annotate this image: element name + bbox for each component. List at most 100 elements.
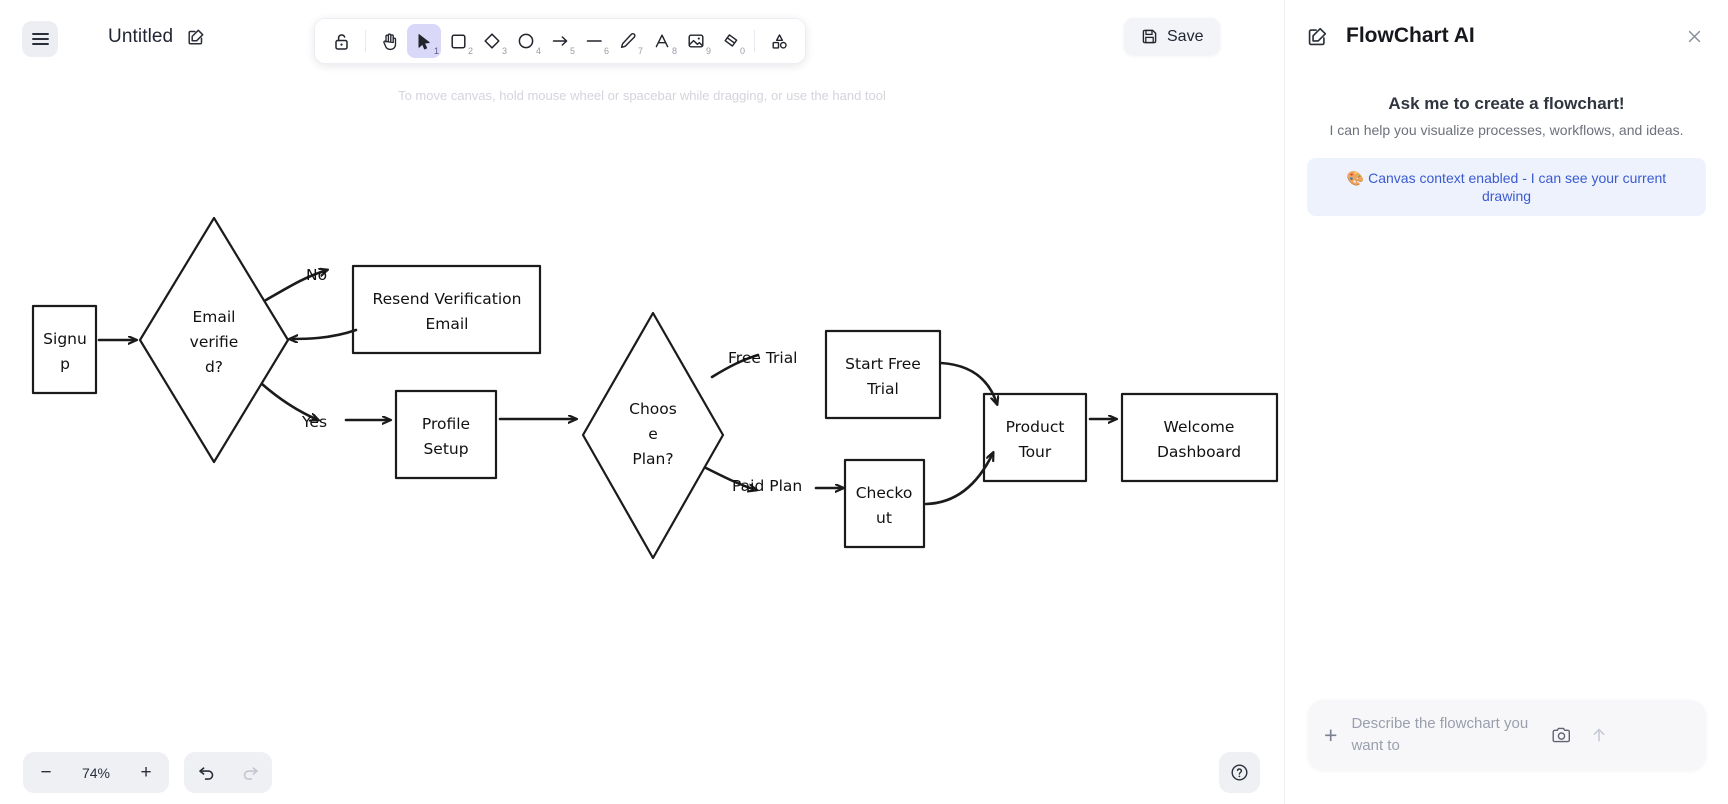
edge-checkout-to-tour[interactable]: [924, 453, 993, 506]
node-tour-label-2: Tour: [1018, 443, 1052, 461]
flowchart-ai-panel: FlowChart AI Ask me to create a flowchar…: [1284, 0, 1728, 804]
shapes-library-icon: [772, 33, 787, 49]
floppy-disk-icon: [1142, 29, 1157, 44]
node-welcome-dashboard[interactable]: [1120, 392, 1279, 483]
redo-button[interactable]: [241, 764, 260, 781]
close-x-icon: [1688, 30, 1700, 42]
node-signup-label-2: p: [60, 355, 70, 373]
shapes-tool[interactable]: [762, 24, 796, 58]
rectangle-tool-shortcut: 2: [467, 46, 473, 56]
add-attachment-button[interactable]: +: [1324, 721, 1338, 748]
node-choose-plan-label-2: e: [648, 425, 658, 443]
edge-label-no: No: [306, 266, 327, 284]
square-icon: [450, 33, 466, 49]
edge-plan-to-trial[interactable]: [710, 353, 760, 379]
rectangle-tool[interactable]: 2: [441, 24, 475, 58]
ellipse-tool[interactable]: 4: [509, 24, 543, 58]
padlock-open-icon: [334, 33, 348, 50]
node-profile-setup[interactable]: [394, 389, 498, 480]
node-email-verified-label-3: d?: [205, 358, 223, 376]
hand-tool[interactable]: [373, 24, 407, 58]
node-profile-label-1: Profile: [422, 415, 470, 433]
canvas[interactable]: Signu p Email verifie d? Resend Verifica…: [0, 0, 1284, 804]
zoom-level-label[interactable]: 74%: [81, 764, 111, 781]
screenshot-button[interactable]: [1551, 726, 1572, 745]
eraser-tool[interactable]: 0: [713, 24, 747, 58]
arrow-right-icon: [552, 36, 567, 46]
image-tool-shortcut: 9: [705, 46, 711, 56]
save-button-label: Save: [1167, 27, 1204, 45]
diamond-tool-shortcut: 3: [501, 46, 507, 56]
zoom-in-button[interactable]: +: [140, 762, 152, 783]
node-start-free-trial[interactable]: [824, 329, 942, 420]
node-resend-label-1: Resend Verification: [373, 290, 522, 308]
document-title-group: Untitled: [108, 26, 205, 48]
edge-verified-to-resend[interactable]: [264, 270, 327, 302]
node-profile-label-2: Setup: [423, 440, 468, 458]
help-button[interactable]: [1219, 752, 1260, 793]
node-checkout-label-1: Checko: [856, 484, 913, 502]
prompt-input[interactable]: Describe the flowchart you want to: [1351, 715, 1529, 754]
close-panel-button[interactable]: [1678, 20, 1710, 52]
node-checkout-label-2: ut: [876, 509, 892, 527]
edge-resend-to-verified[interactable]: [290, 328, 358, 339]
node-welcome-label-2: Dashboard: [1157, 443, 1241, 461]
undo-button[interactable]: [197, 764, 216, 781]
flowchart-drawing: Signu p Email verifie d? Resend Verifica…: [31, 216, 1279, 560]
circle-icon: [518, 33, 534, 49]
edge-plan-to-checkout[interactable]: [704, 466, 756, 490]
edge-label-paid-plan: Paid Plan: [732, 477, 802, 495]
arrow-tool[interactable]: 5: [543, 24, 577, 58]
save-button[interactable]: Save: [1124, 18, 1221, 55]
node-resend-label-2: Email: [425, 315, 468, 333]
node-welcome-label-1: Welcome: [1164, 418, 1235, 436]
hamburger-icon: [31, 33, 49, 45]
image-tool[interactable]: 9: [679, 24, 713, 58]
node-product-tour[interactable]: [982, 392, 1088, 483]
zoom-out-button[interactable]: −: [40, 762, 52, 783]
node-signup[interactable]: [31, 304, 98, 395]
arrow-tool-shortcut: 5: [569, 46, 575, 56]
edit-square-icon: [1308, 27, 1327, 45]
palette-emoji-icon: 🎨: [1346, 170, 1365, 186]
redo-arrow-icon: [243, 767, 258, 780]
canvas-context-text: Canvas context enabled - I can see your …: [1368, 170, 1667, 205]
node-trial-label-1: Start Free: [845, 355, 921, 373]
rename-title-button[interactable]: [187, 28, 205, 46]
line-tool[interactable]: 6: [577, 24, 611, 58]
select-tool[interactable]: 1: [407, 24, 441, 58]
image-icon: [688, 34, 704, 48]
edge-verified-to-profile[interactable]: [260, 382, 318, 420]
diamond-tool[interactable]: 3: [475, 24, 509, 58]
draw-tool[interactable]: 7: [611, 24, 645, 58]
select-tool-shortcut: 1: [433, 46, 439, 56]
letter-a-icon: [655, 34, 669, 48]
text-tool[interactable]: 8: [645, 24, 679, 58]
diamond-icon: [484, 33, 500, 49]
panel-header: FlowChart AI: [1285, 0, 1728, 72]
canvas-context-banner: 🎨 Canvas context enabled - I can see you…: [1307, 158, 1706, 217]
undo-arrow-icon: [198, 767, 213, 780]
edge-label-yes: Yes: [301, 413, 327, 431]
lock-tool[interactable]: [324, 24, 358, 58]
edge-trial-to-tour[interactable]: [939, 361, 997, 404]
send-prompt-button[interactable]: [1590, 726, 1608, 744]
panel-body: Ask me to create a flowchart! I can help…: [1285, 72, 1728, 217]
question-mark-circle-icon: [1231, 764, 1248, 781]
tool-palette[interactable]: 1 2 3 4: [314, 18, 806, 64]
menu-button[interactable]: [22, 21, 58, 57]
ellipse-tool-shortcut: 4: [535, 46, 541, 56]
zoom-controls[interactable]: − 74% +: [23, 752, 169, 793]
node-resend-verification[interactable]: [351, 264, 542, 355]
node-signup-label-1: Signu: [43, 330, 87, 348]
node-tour-label-1: Product: [1006, 418, 1065, 436]
node-choose-plan[interactable]: [581, 311, 725, 560]
camera-icon: [1552, 727, 1571, 742]
prompt-composer[interactable]: + Describe the flowchart you want to: [1308, 700, 1706, 770]
node-trial-label-2: Trial: [866, 380, 899, 398]
node-choose-plan-label-1: Choos: [629, 400, 677, 418]
line-icon: [586, 40, 602, 42]
node-checkout[interactable]: [843, 458, 926, 549]
history-controls[interactable]: [184, 752, 272, 793]
node-email-verified[interactable]: [138, 216, 290, 464]
